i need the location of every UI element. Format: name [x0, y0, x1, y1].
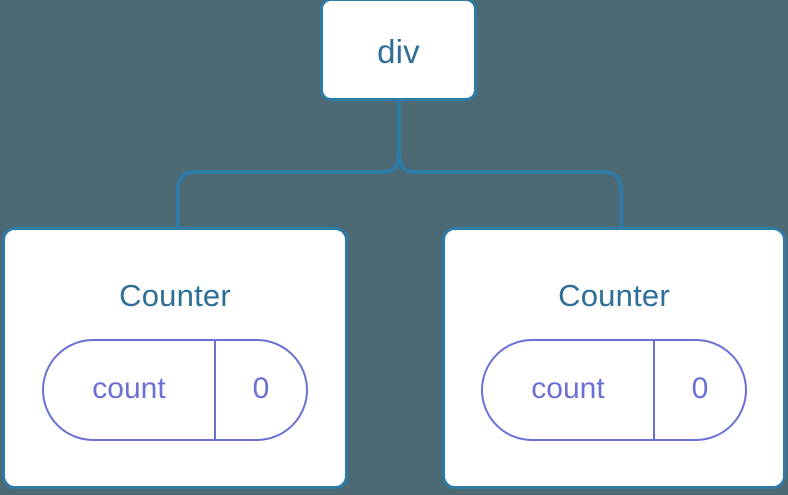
connector-branch-left: [176, 151, 401, 227]
state-value-cell: 0: [216, 341, 306, 439]
state-key-label: count: [531, 371, 605, 405]
node-counter-1-label: Counter: [558, 278, 670, 313]
state-value-cell: 0: [655, 341, 745, 439]
state-key-cell: count: [44, 341, 216, 439]
state-key-label: count: [92, 371, 166, 405]
node-div[interactable]: div: [320, 0, 477, 101]
state-pill-counter-0[interactable]: count 0: [42, 339, 308, 441]
state-value-label: 0: [691, 371, 709, 405]
node-counter-0-label: Counter: [119, 278, 231, 313]
node-counter-1[interactable]: Counter count 0: [442, 227, 786, 489]
node-div-label: div: [377, 33, 420, 70]
state-value-label: 0: [252, 371, 270, 405]
state-key-cell: count: [483, 341, 655, 439]
node-counter-0[interactable]: Counter count 0: [2, 227, 348, 489]
connector-branch-right: [397, 151, 623, 227]
state-pill-counter-1[interactable]: count 0: [481, 339, 747, 441]
